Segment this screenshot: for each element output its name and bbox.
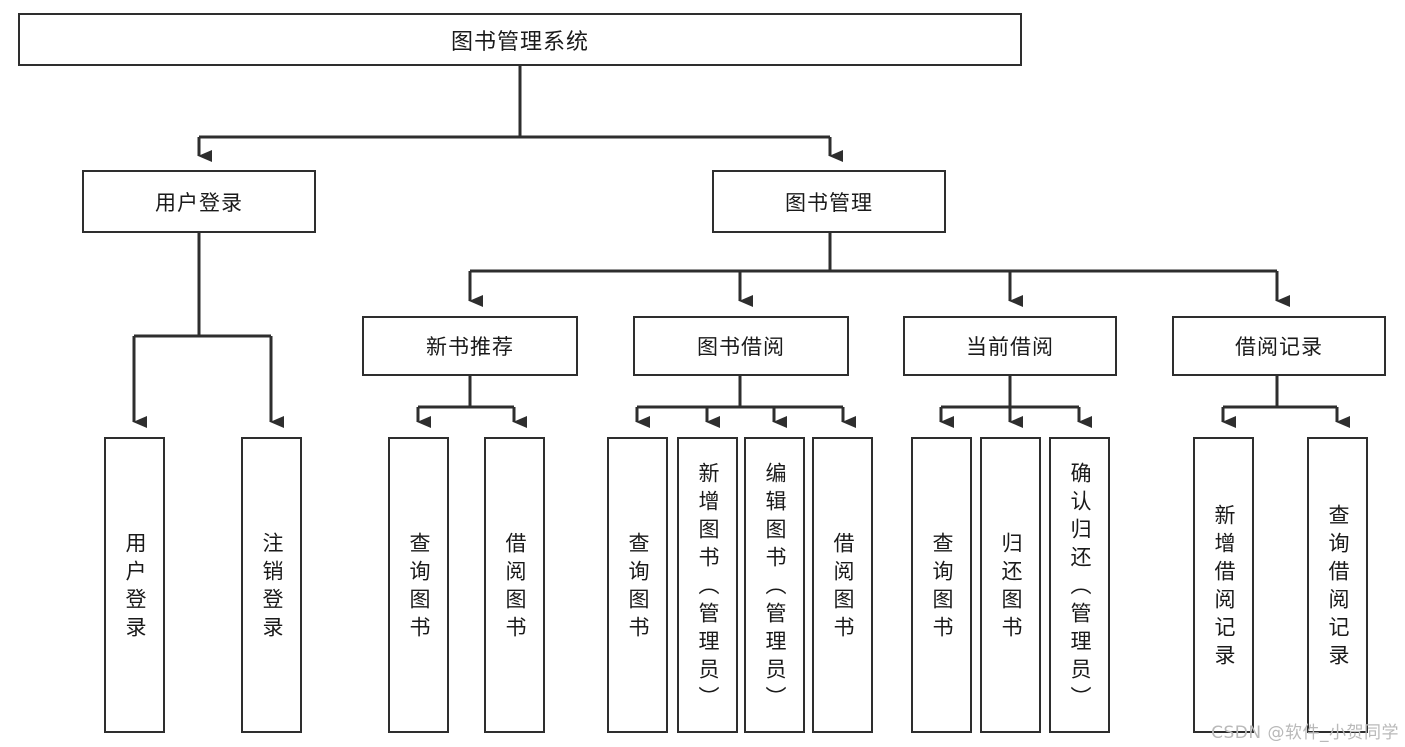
csdn-watermark: CSDN @软件_小贺同学 [1211,723,1399,743]
node-label: 用户登录 [155,190,243,215]
leaf-add-borrow-record[interactable]: 新增借阅记录 [1193,437,1254,733]
leaf-borrow-book[interactable]: 借阅图书 [812,437,873,733]
node-borrow-record[interactable]: 借阅记录 [1172,316,1386,376]
node-label: 查询图书 [626,532,650,644]
leaf-query-book-current[interactable]: 查询图书 [911,437,972,733]
node-label: 查询图书 [407,532,431,644]
leaf-logout[interactable]: 注销登录 [241,437,302,733]
leaf-add-book-admin[interactable]: 新增图书（管理员） [677,437,738,733]
node-label: 借阅记录 [1235,335,1323,359]
node-label: 图书管理系统 [450,29,589,55]
node-label: 查询图书 [930,532,954,644]
node-user-login[interactable]: 用户登录 [82,170,316,233]
node-label: 图书借阅 [697,335,785,359]
node-label: 用户登录 [123,532,147,644]
node-label: 当前借阅 [966,335,1054,359]
leaf-query-book-borrow[interactable]: 查询图书 [607,437,668,733]
node-root-system[interactable]: 图书管理系统 [18,13,1022,66]
leaf-query-book-recommend[interactable]: 查询图书 [388,437,449,733]
node-label: 借阅图书 [831,532,855,644]
node-label: 新书推荐 [426,335,514,359]
leaf-user-login[interactable]: 用户登录 [104,437,165,733]
leaf-edit-book-admin[interactable]: 编辑图书（管理员） [744,437,805,733]
node-book-management[interactable]: 图书管理 [712,170,946,233]
leaf-query-borrow-record[interactable]: 查询借阅记录 [1307,437,1368,733]
leaf-borrow-book-recommend[interactable]: 借阅图书 [484,437,545,733]
node-label: 归还图书 [999,532,1023,644]
node-label: 借阅图书 [503,532,527,644]
node-label: 图书管理 [785,190,873,215]
node-label: 注销登录 [260,532,284,644]
node-label: 确认归还（管理员） [1068,462,1092,714]
node-book-borrow[interactable]: 图书借阅 [633,316,849,376]
node-label: 编辑图书（管理员） [763,462,787,714]
node-label: 新增借阅记录 [1212,504,1236,672]
node-label: 新增图书（管理员） [696,462,720,714]
node-current-borrow[interactable]: 当前借阅 [903,316,1117,376]
node-label: 查询借阅记录 [1326,504,1350,672]
node-new-book-recommend[interactable]: 新书推荐 [362,316,578,376]
leaf-confirm-return-admin[interactable]: 确认归还（管理员） [1049,437,1110,733]
leaf-return-book[interactable]: 归还图书 [980,437,1041,733]
